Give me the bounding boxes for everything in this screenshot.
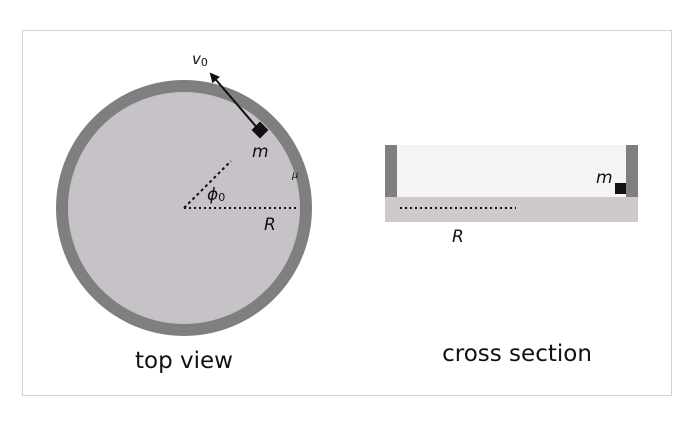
cross-mass-block — [615, 183, 626, 194]
mass-block — [251, 121, 269, 139]
top-view: v0 m μ ϕ0 R top view — [56, 50, 312, 374]
velocity-arrow — [209, 72, 260, 131]
angle-label: ϕ0 — [207, 185, 225, 205]
friction-label: μ — [291, 170, 298, 181]
cross-section: m R cross section — [385, 145, 638, 367]
angle-line — [183, 160, 232, 209]
radius-label: R — [264, 215, 276, 235]
top-view-caption: top view — [135, 348, 233, 374]
cross-section-caption: cross section — [442, 341, 592, 367]
velocity-label: v0 — [192, 50, 208, 69]
left-wall — [385, 145, 397, 197]
mass-label: m — [252, 142, 269, 162]
cross-interior — [385, 145, 638, 197]
cross-mass-label: m — [596, 168, 613, 188]
cross-radius-label: R — [452, 227, 464, 247]
cross-base — [385, 197, 638, 222]
right-wall — [626, 145, 638, 197]
